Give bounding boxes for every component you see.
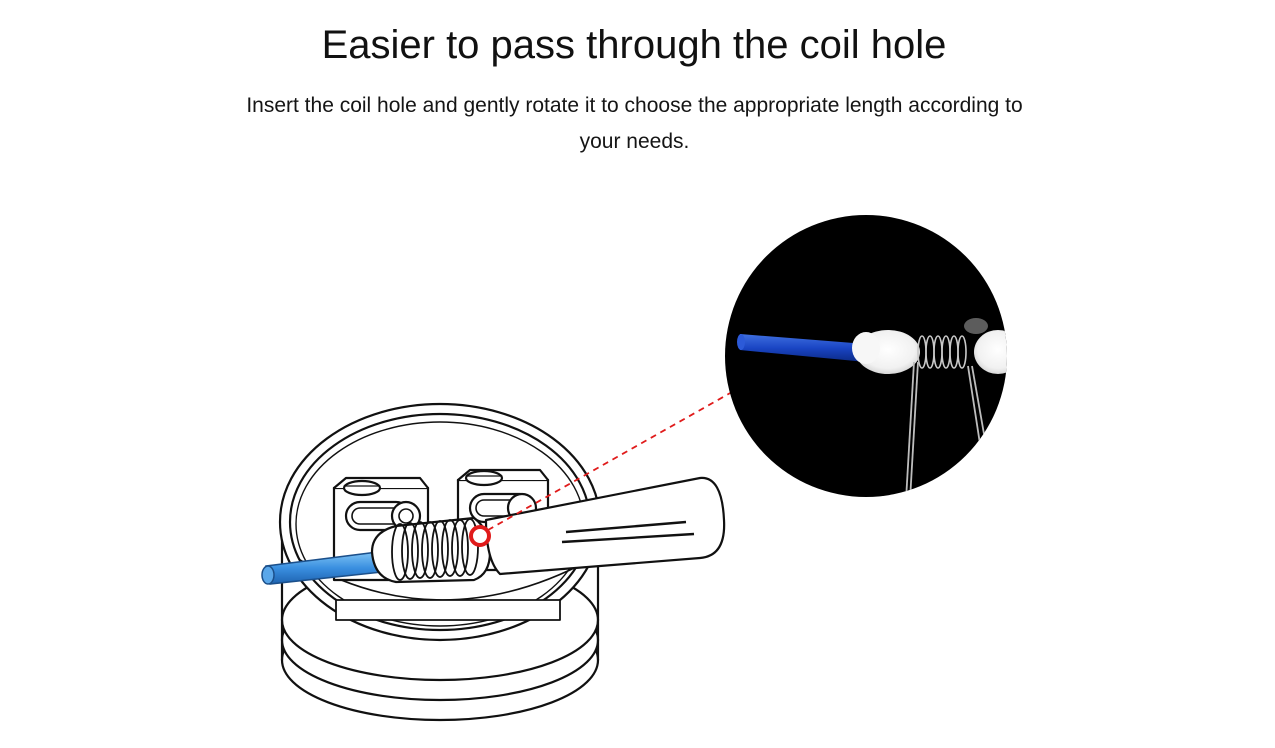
page-title: Easier to pass through the coil hole — [321, 23, 947, 67]
page-description: Insert the coil hole and gently rotate i… — [246, 94, 1023, 153]
callout-line — [487, 391, 733, 531]
coil-windings — [391, 518, 479, 581]
coil-hole-highlight — [469, 525, 491, 547]
coil-tool — [370, 476, 726, 584]
zoom-view — [725, 215, 1007, 497]
tool-handle — [484, 476, 726, 576]
blue-rod — [261, 551, 383, 585]
